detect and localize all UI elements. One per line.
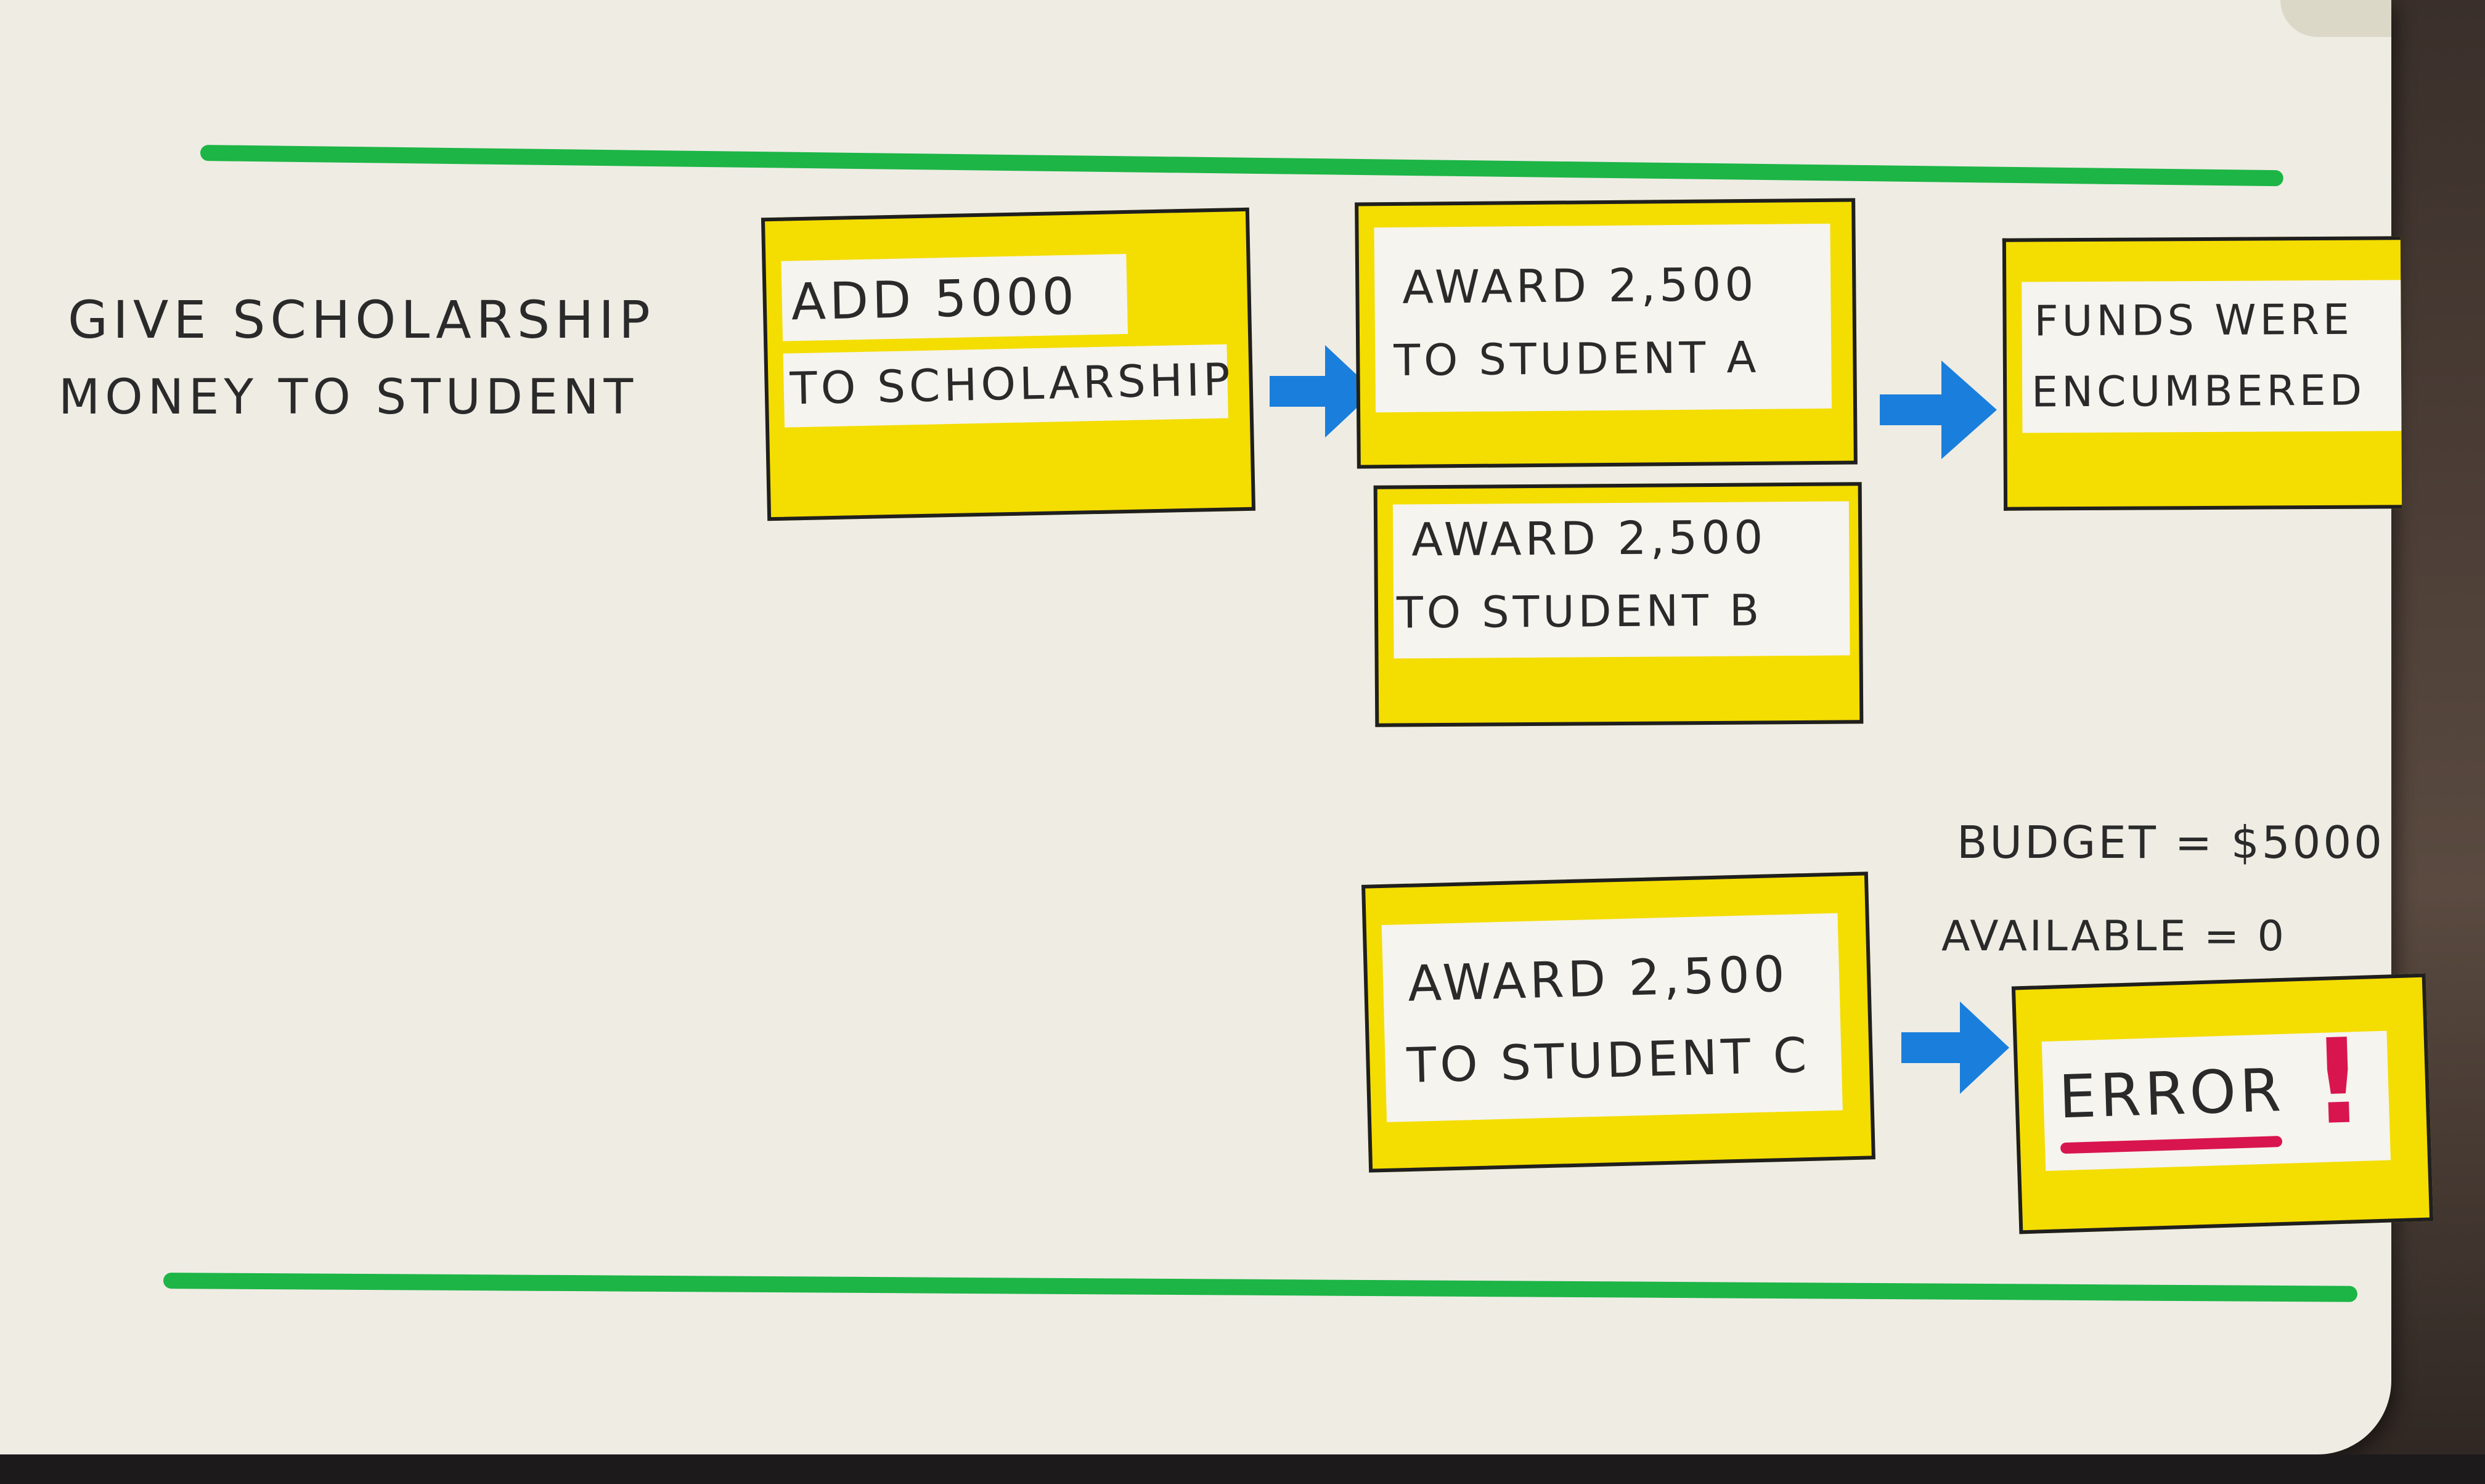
box-add-to-scholarship: Add 5000 to Scholarship <box>761 207 1256 521</box>
award-c-line-2: to Student C <box>1406 1027 1811 1094</box>
box-error: Error ! <box>2011 973 2434 1234</box>
box-award-student-a: Award 2,500 to Student A <box>1355 198 1858 469</box>
error-exclamation: ! <box>2309 1013 2367 1151</box>
box-funds-encumbered: Funds Were Encumbered <box>2002 236 2402 511</box>
arrow-award-to-error <box>1901 1001 2009 1094</box>
title-line-1: Give Scholarship <box>68 290 655 350</box>
available-note: Available = 0 <box>1941 912 2287 961</box>
title-line-2: Money to Student <box>59 370 639 425</box>
arrow-add-to-award <box>1270 345 1374 438</box>
award-b-line-1: Award 2,500 <box>1411 511 1767 567</box>
funds-line-2: Encumbered <box>2031 366 2366 417</box>
add-box-line-2: to Scholarship <box>789 353 1234 415</box>
page-corner <box>2280 0 2391 37</box>
notebook-cover-edge <box>0 1454 2485 1484</box>
add-box-line-1: Add 5000 <box>790 267 1079 332</box>
arrow-award-to-funds <box>1880 361 1997 459</box>
award-b-line-2: to Student B <box>1396 585 1763 638</box>
box-award-student-b: Award 2,500 to Student B <box>1373 482 1864 727</box>
error-label: Error <box>2057 1055 2286 1132</box>
funds-line-1: Funds Were <box>2034 295 2354 346</box>
award-c-line-1: Award 2,500 <box>1407 945 1789 1013</box>
award-a-line-2: to Student A <box>1393 332 1760 386</box>
budget-note: Budget = $5000 <box>1957 817 2385 868</box>
award-a-line-1: Award 2,500 <box>1402 258 1758 314</box>
box-award-student-c: Award 2,500 to Student C <box>1361 871 1875 1173</box>
